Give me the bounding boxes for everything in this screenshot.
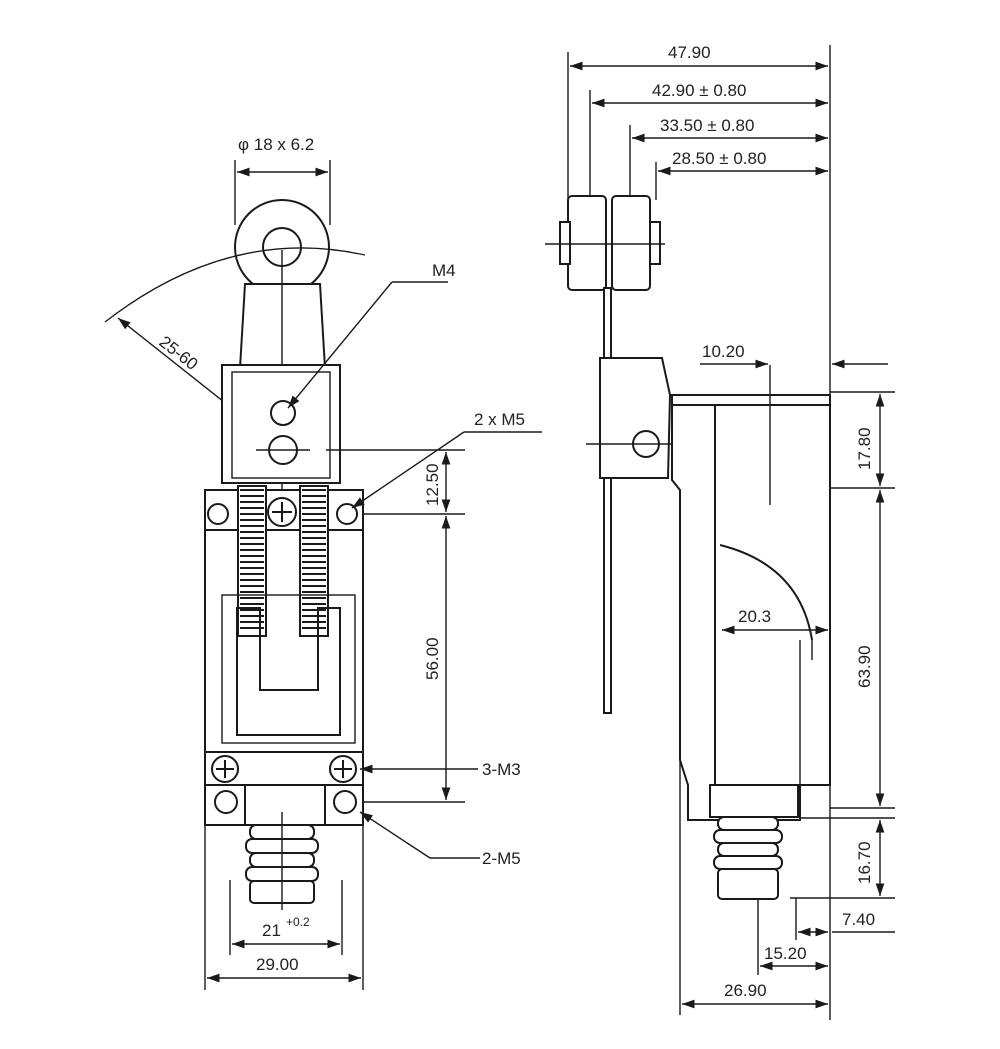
dim-21: 21 (262, 921, 281, 940)
mount-hole-top-right (336, 503, 358, 525)
mount-hole-bottom-right (333, 790, 357, 814)
dim-47-90: 47.90 (668, 43, 711, 62)
dim-20-3: 20.3 (738, 607, 771, 626)
top-mount-label: 2 x M5 (474, 410, 525, 429)
m3-screw-left (211, 755, 239, 783)
m3-screw-right (329, 755, 357, 783)
cable-gland-side (713, 816, 783, 900)
switch-body-side (671, 394, 831, 821)
dim-28-50: 28.50 ± 0.80 (672, 149, 766, 168)
lever-rod (603, 287, 612, 714)
roller-size-label: φ 18 x 6.2 (238, 135, 314, 154)
dim-42-90: 42.90 ± 0.80 (652, 81, 746, 100)
m4-screw-hole (270, 400, 296, 426)
front-view: φ 18 x 6.2 25-60 M4 (104, 135, 542, 990)
dim-56-00: 56.00 (423, 637, 442, 680)
dim-15-20: 15.20 (764, 944, 807, 963)
bottom-mount-label: 2-M5 (482, 849, 521, 868)
dim-33-50: 33.50 ± 0.80 (660, 116, 754, 135)
dim-12-50: 12.50 (423, 463, 442, 506)
m4-label: M4 (432, 261, 456, 280)
screw-label: 3-M3 (482, 760, 521, 779)
mount-hole-bottom-left (214, 790, 238, 814)
cable-gland (245, 812, 319, 910)
side-view: 47.90 42.90 ± 0.80 33.50 ± 0.80 28.50 ± … (545, 43, 895, 1020)
mount-hole-top-left (207, 503, 229, 525)
dim-10-20: 10.20 (702, 342, 745, 361)
dim-21-tolerance: +0.2 (286, 915, 310, 929)
dim-29-00: 29.00 (256, 955, 299, 974)
roller-side (545, 195, 665, 291)
roller-dimension: φ 18 x 6.2 (234, 135, 331, 225)
cross-screw-top (267, 497, 297, 527)
dim-63-90: 63.90 (855, 645, 874, 688)
lever-clamp (599, 357, 672, 479)
dim-16-70: 16.70 (855, 841, 874, 884)
dim-7-40: 7.40 (842, 910, 875, 929)
swing-arc (104, 247, 366, 323)
dim-26-90: 26.90 (724, 981, 767, 1000)
inner-window (236, 607, 341, 736)
dim-17-80: 17.80 (855, 427, 874, 470)
